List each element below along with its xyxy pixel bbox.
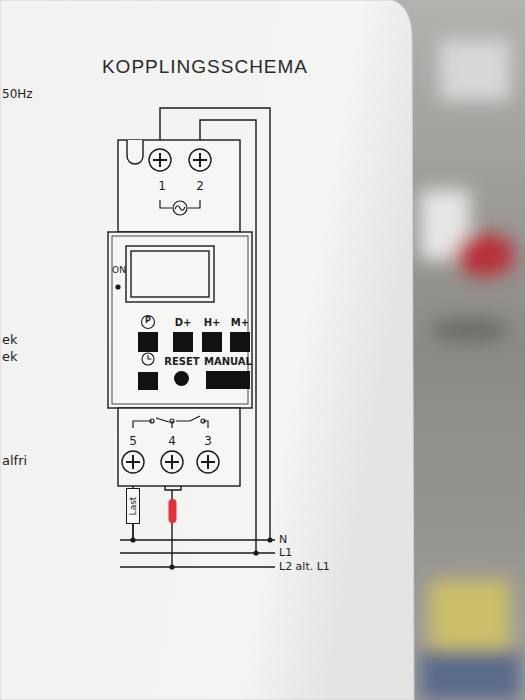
button-label: RESET [163,355,200,368]
program-icon [142,316,155,329]
button-key [173,332,193,352]
line-n [120,539,275,540]
cut-text: ek [2,333,18,347]
button-manual: MANUAL [203,355,253,389]
screw-slots [126,153,215,469]
sine-wave [175,206,185,211]
line-label: N [279,534,287,546]
button-label: D+ [173,316,193,329]
program-icon-letter: P [145,317,151,326]
display [131,251,209,297]
display-frame [126,246,214,302]
contact-point [170,419,174,423]
timer-body [108,232,252,408]
line-l1 [120,552,275,553]
contact-no [176,416,208,428]
diagram-title: KOPPLINGSSCHEMA [102,56,308,78]
blurred-red-object [455,233,515,277]
button-reset: RESET [163,355,200,386]
lower-terminal-block [118,408,240,486]
contact-nc [133,418,172,428]
wire-load-neutral [132,522,133,540]
line-label: L1 [279,547,292,559]
clock-face [142,353,154,365]
program-button [138,332,158,352]
upper-terminal-block [118,140,240,232]
load-label: Last [128,497,138,516]
blurred-blue-object [420,650,520,700]
button-label: H+ [202,316,222,329]
red-marker [169,499,177,523]
button-key [230,332,250,352]
line-label: L2 alt. L1 [279,561,330,573]
on-led [115,284,120,289]
junction-dot [169,564,174,569]
load-box: Last [126,488,140,524]
ac-circle [173,201,187,215]
line-l2 [120,566,275,567]
paper-leaflet [0,0,414,700]
relay-contact-symbol [133,416,208,428]
button-hour: H+ [202,316,222,352]
terminal-number: 2 [196,180,204,193]
mounting-notch [127,140,143,164]
button-round [174,371,189,386]
button-minute: M+ [230,316,250,352]
screw-cross [126,455,215,469]
button-label: M+ [230,316,250,329]
cut-text: alfri [2,454,27,468]
button-label: MANUAL [203,355,253,368]
clock-button [138,372,158,390]
contact-point [201,419,205,423]
button-day: D+ [173,316,193,352]
blurred-object [440,40,510,100]
screw-cross [153,153,207,167]
timer-housing [108,140,252,486]
terminal-number: 4 [168,435,176,448]
terminal-number: 3 [204,435,212,448]
button-key [206,371,250,389]
led-label: ON [112,266,126,276]
junction-dot [253,550,258,555]
screw-terminals [122,149,219,473]
blurred-background-objects [420,40,520,700]
blurred-object [430,318,510,342]
wire-load-neutral [132,524,133,540]
terminal-number: 5 [129,435,137,448]
cut-text: ek [2,350,18,364]
supply-symbol [160,200,200,215]
frequency-text: 50Hz [2,88,33,101]
blurred-yellow-object [430,580,510,650]
clock-icon [142,353,154,365]
contact-point [150,419,154,423]
terminal-number: 1 [158,180,166,193]
clock-hands [148,355,152,359]
junction-dots [130,537,272,569]
junction-dot [267,537,272,542]
button-key [202,332,222,352]
